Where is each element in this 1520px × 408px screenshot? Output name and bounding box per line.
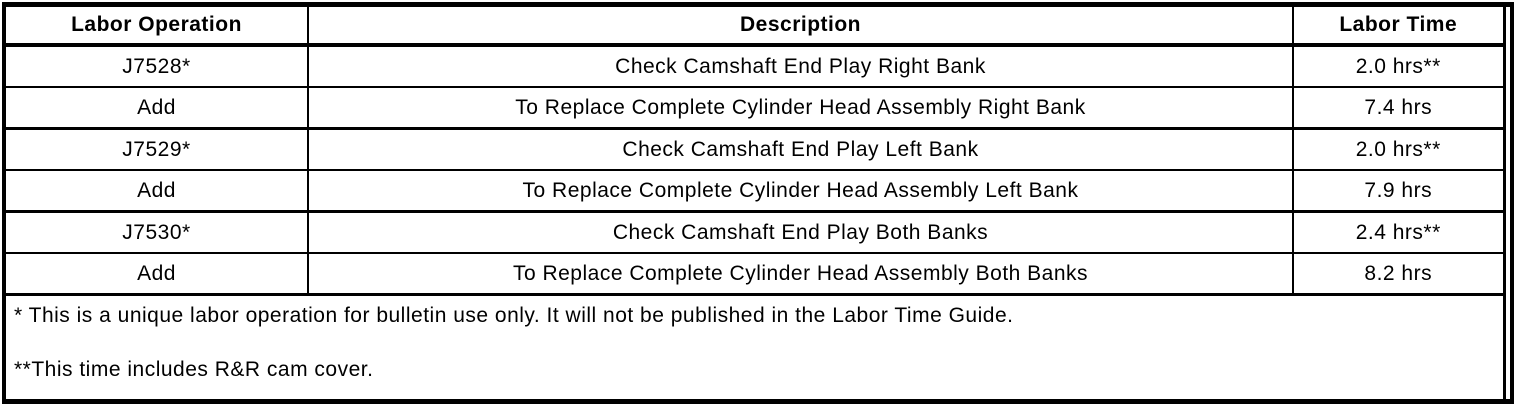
table-row: Add To Replace Complete Cylinder Head As… bbox=[6, 170, 1504, 212]
table-row: J7530* Check Camshaft End Play Both Bank… bbox=[6, 211, 1504, 253]
labor-operation-cell: Add bbox=[137, 95, 176, 119]
labor-operation-cell: Add bbox=[137, 261, 176, 285]
labor-operation-cell: J7528* bbox=[122, 54, 191, 78]
labor-operation-cell: J7530* bbox=[122, 220, 191, 244]
footnote-double-asterisk: **This time includes R&R cam cover. bbox=[14, 358, 374, 381]
labor-time-cell: 2.4 hrs** bbox=[1292, 211, 1504, 253]
header-row: Labor Operation Description Labor Time bbox=[6, 7, 1504, 47]
description-cell: Check Camshaft End Play Both Banks bbox=[307, 211, 1293, 253]
footnotes-cell: * This is a unique labor operation for b… bbox=[6, 293, 1504, 399]
footnotes-row: * This is a unique labor operation for b… bbox=[6, 293, 1504, 399]
labor-time-cell: 7.4 hrs bbox=[1292, 87, 1504, 129]
description-cell: To Replace Complete Cylinder Head Assemb… bbox=[307, 253, 1293, 295]
footnote-single-asterisk: * This is a unique labor operation for b… bbox=[14, 304, 1014, 327]
labor-time-cell: 7.9 hrs bbox=[1292, 170, 1504, 212]
column-header-description: Description bbox=[307, 7, 1293, 47]
description-cell: To Replace Complete Cylinder Head Assemb… bbox=[307, 87, 1293, 129]
labor-time-cell: 2.0 hrs** bbox=[1292, 128, 1504, 170]
labor-operation-cell: Add bbox=[137, 178, 176, 202]
table-row: J7529* Check Camshaft End Play Left Bank… bbox=[6, 128, 1504, 170]
labor-time-cell: 8.2 hrs bbox=[1292, 253, 1504, 295]
labor-time-cell: 2.0 hrs** bbox=[1292, 45, 1504, 87]
table-row: J7528* Check Camshaft End Play Right Ban… bbox=[6, 45, 1504, 87]
column-header-labor-operation: Labor Operation bbox=[6, 7, 308, 47]
labor-operation-cell: J7529* bbox=[122, 137, 191, 161]
description-cell: Check Camshaft End Play Left Bank bbox=[307, 128, 1293, 170]
table-row: Add To Replace Complete Cylinder Head As… bbox=[6, 87, 1504, 129]
description-cell: Check Camshaft End Play Right Bank bbox=[307, 45, 1293, 87]
labor-operations-table: Labor Operation Description Labor Time J… bbox=[6, 7, 1506, 399]
description-cell: To Replace Complete Cylinder Head Assemb… bbox=[307, 170, 1293, 212]
table-row: Add To Replace Complete Cylinder Head As… bbox=[6, 253, 1504, 295]
column-header-labor-time: Labor Time bbox=[1292, 7, 1504, 47]
